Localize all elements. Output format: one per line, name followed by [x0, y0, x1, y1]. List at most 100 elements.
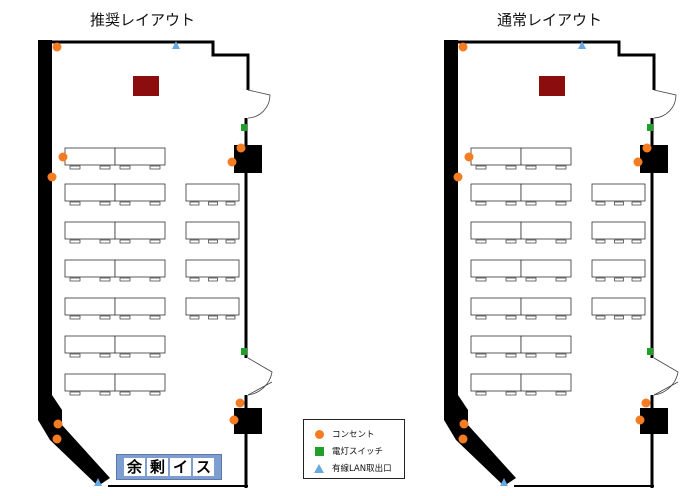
light-switch-icon: [241, 348, 247, 355]
chair: [189, 201, 200, 206]
chair: [69, 277, 81, 282]
outlet-icon: [459, 419, 469, 429]
chair: [555, 165, 567, 170]
chair: [631, 277, 642, 282]
table: [64, 183, 116, 202]
chair: [149, 165, 161, 170]
chair: [525, 277, 537, 282]
outlet-icon: [458, 42, 468, 52]
outlet-icon: [52, 42, 62, 52]
chair: [149, 391, 161, 396]
chair: [505, 165, 517, 170]
chair: [225, 277, 236, 282]
table: [185, 221, 240, 240]
chair: [119, 165, 131, 170]
outlet-icon: [642, 143, 652, 153]
table: [114, 335, 166, 354]
chair: [555, 391, 567, 396]
chair: [149, 277, 161, 282]
normal-layout-title: 通常レイアウト: [497, 11, 603, 29]
legend-label: 有線LAN取出口: [332, 464, 392, 474]
chair: [149, 201, 161, 206]
chair: [208, 315, 218, 320]
extra-chairs-char: イ: [170, 458, 192, 476]
chair: [208, 201, 218, 206]
chair: [475, 315, 487, 320]
chair: [69, 165, 81, 170]
chair: [69, 201, 81, 206]
table: [64, 147, 116, 166]
legend-item-switch: 電灯スイッチ: [313, 445, 383, 457]
door: [247, 89, 271, 119]
chair: [149, 315, 161, 320]
table: [64, 373, 116, 392]
chair: [189, 239, 200, 244]
outlet-icon: [641, 398, 651, 408]
chair: [225, 201, 236, 206]
lan-port-icon: [500, 478, 508, 486]
chair: [475, 391, 487, 396]
chair: [119, 201, 131, 206]
chair: [189, 315, 200, 320]
chair: [149, 239, 161, 244]
legend: コンセント 電灯スイッチ 有線LAN取出口: [303, 419, 405, 479]
chair: [475, 165, 487, 170]
chair: [595, 315, 606, 320]
light-switch-icon: [647, 348, 653, 355]
chair: [525, 391, 537, 396]
table: [114, 259, 166, 278]
chair: [475, 239, 487, 244]
table: [185, 183, 240, 202]
table: [520, 335, 572, 354]
extra-chairs-label: 余 剰 イ ス: [116, 454, 222, 480]
table: [185, 297, 240, 316]
chair: [99, 201, 111, 206]
outlet-icon: [47, 172, 57, 182]
table: [470, 335, 522, 354]
chair: [595, 277, 606, 282]
chair: [525, 201, 537, 206]
outlet-icon: [235, 398, 245, 408]
table: [64, 335, 116, 354]
chair: [631, 239, 642, 244]
outlet-icon: [236, 143, 246, 153]
pillar: [640, 408, 668, 434]
chair: [69, 353, 81, 358]
outlet-icon: [229, 415, 239, 425]
door: [247, 381, 273, 396]
chair: [475, 201, 487, 206]
wall: [458, 40, 656, 90]
chair: [631, 315, 642, 320]
table: [520, 297, 572, 316]
table: [470, 183, 522, 202]
outlet-icon: [52, 434, 62, 444]
table: [470, 147, 522, 166]
table: [591, 183, 646, 202]
table: [470, 373, 522, 392]
chair: [525, 165, 537, 170]
recommended-layout-title: 推奨レイアウト: [90, 11, 196, 29]
table: [470, 297, 522, 316]
chair: [99, 391, 111, 396]
chair: [149, 353, 161, 358]
table: [64, 259, 116, 278]
legend-label: 電灯スイッチ: [332, 447, 384, 457]
chair: [208, 239, 218, 244]
podium: [539, 76, 565, 96]
chair: [555, 239, 567, 244]
podium: [133, 76, 159, 96]
extra-chairs-char: 余: [123, 458, 145, 476]
table: [520, 183, 572, 202]
chair: [119, 239, 131, 244]
outlet-icon: [315, 429, 324, 439]
door: [653, 381, 679, 396]
lan-port-icon: [94, 478, 102, 486]
chair: [525, 353, 537, 358]
chair: [69, 391, 81, 396]
door: [247, 357, 273, 396]
chair: [614, 239, 624, 244]
outlet-icon: [458, 434, 468, 444]
door: [653, 357, 679, 396]
outlet-icon: [58, 152, 68, 162]
table: [64, 221, 116, 240]
